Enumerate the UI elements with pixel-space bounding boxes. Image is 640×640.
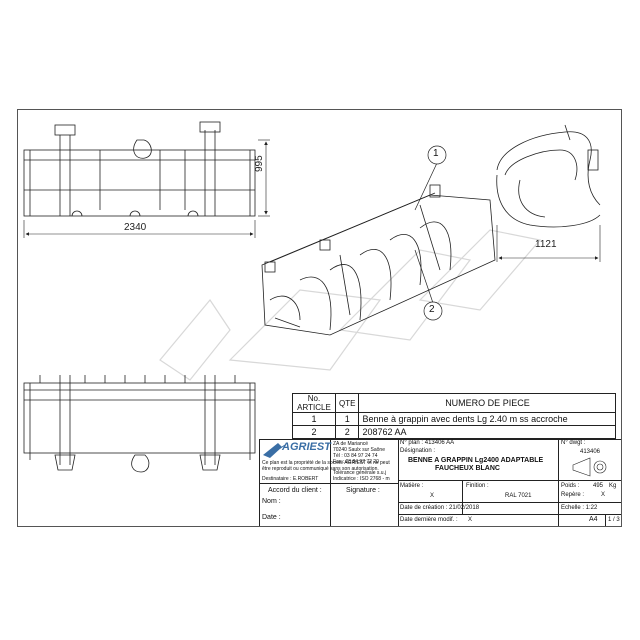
balloon-1-shape	[414, 145, 447, 211]
dim-depth-line	[496, 225, 601, 262]
modif-label: Date dernière modif. :	[400, 517, 458, 523]
row-article: 2	[292, 425, 336, 439]
table-row: 1 1 Benne à grappin avec dents Lg 2.40 m…	[292, 412, 617, 426]
tb-divider	[398, 514, 621, 515]
material-value: X	[430, 493, 435, 499]
sheet-number: 1 / 3	[608, 517, 620, 523]
ref-label: Repère :	[561, 492, 585, 498]
parts-table: No. ARTICLE QTE NUMERO DE PIECE 1 1 Benn…	[292, 393, 617, 439]
tolerance: Tolérance générale s.u.j Indicatrice : I…	[333, 470, 390, 482]
creation-date: Date de création : 21/02/2018	[400, 505, 480, 511]
designation-line-1: BENNE A GRAPPIN Lg2400 ADAPTABLE	[408, 457, 544, 464]
drawing-no: 413406	[580, 449, 601, 455]
balloon-2: 2	[429, 304, 435, 315]
row-qty: 1	[334, 412, 360, 426]
designation-line-2: FAUCHEUX BLANC	[435, 465, 500, 472]
side-view	[496, 124, 601, 228]
tb-divider	[259, 483, 398, 484]
address-line: 70240 Saulx sur Saône	[333, 447, 385, 453]
material-label: Matière :	[400, 483, 424, 489]
address-line: Fax : 03 84 97 72 20	[333, 459, 379, 465]
weight-label: Poids :	[561, 483, 580, 489]
parts-table-header: No. ARTICLE QTE NUMERO DE PIECE	[292, 393, 617, 413]
weight-value: 495	[593, 483, 604, 489]
drawing-frame	[17, 109, 622, 527]
tb-divider	[462, 480, 463, 514]
finish-value: RAL 7021	[505, 493, 532, 499]
address-line: ZA de Mariancé	[333, 441, 369, 447]
tb-divider	[398, 480, 621, 481]
header-part: NUMERO DE PIECE	[358, 393, 617, 413]
format: A4	[589, 516, 598, 523]
ref-value: X	[601, 492, 606, 498]
dim-depth: 1121	[535, 239, 557, 250]
table-row: 2 2 208762 AA	[292, 425, 617, 439]
recipient: Destinataire : E.ROBERT	[262, 476, 319, 482]
designation-label: Désignation :	[400, 448, 436, 454]
weight-unit: Kg	[609, 483, 617, 489]
balloon-1: 1	[433, 148, 439, 159]
row-part: 208762 AA	[358, 425, 617, 439]
tb-divider	[398, 439, 399, 526]
header-qty: QTE	[334, 393, 360, 413]
dim-width-line	[23, 220, 256, 238]
client-agreement-label: Accord du client :	[268, 487, 322, 494]
name-label: Nom :	[262, 498, 281, 505]
tolerance-line: Tolérance générale s.u.j	[333, 470, 387, 476]
tb-divider	[398, 502, 621, 503]
title-block	[259, 439, 621, 526]
header-article: No. ARTICLE	[292, 393, 336, 413]
tb-divider	[558, 439, 559, 526]
dim-height: 995	[254, 155, 265, 172]
watermark	[159, 229, 542, 381]
projection-symbol	[572, 457, 607, 477]
row-part: Benne à grappin avec dents Lg 2.40 m ss …	[358, 412, 617, 426]
dim-height-line	[258, 139, 270, 217]
company-address: ZA de Mariancé 70240 Saulx sur Saône Tél…	[333, 441, 385, 465]
address-line: Tél : 03 84 97 24 74	[333, 453, 378, 459]
company-logo: AGRIEST	[282, 441, 331, 453]
balloon-2-shape	[414, 249, 443, 321]
drawing-no-label: N° dwgt :	[561, 440, 586, 446]
agriest-logo-mark	[263, 443, 286, 458]
row-qty: 2	[334, 425, 360, 439]
tb-divider	[605, 514, 606, 526]
tolerance-line: Indicatrice : ISO 2768 - m	[333, 476, 390, 482]
finish-label: Finition :	[466, 483, 489, 489]
signature-label: Signature :	[346, 487, 380, 494]
date-label: Date :	[262, 514, 281, 521]
modif-value: X	[468, 517, 473, 523]
plan-number: N° plan : 413406 AA	[400, 440, 455, 446]
tb-divider	[330, 439, 331, 526]
scale-label: Echelle : 1:22	[561, 505, 598, 511]
front-view	[23, 121, 256, 217]
copyright-notice: Ce plan est la propriété de la société A…	[262, 460, 390, 472]
bottom-view	[23, 375, 256, 473]
dim-width: 2340	[124, 222, 147, 233]
row-article: 1	[292, 412, 336, 426]
isometric-view	[261, 184, 496, 336]
